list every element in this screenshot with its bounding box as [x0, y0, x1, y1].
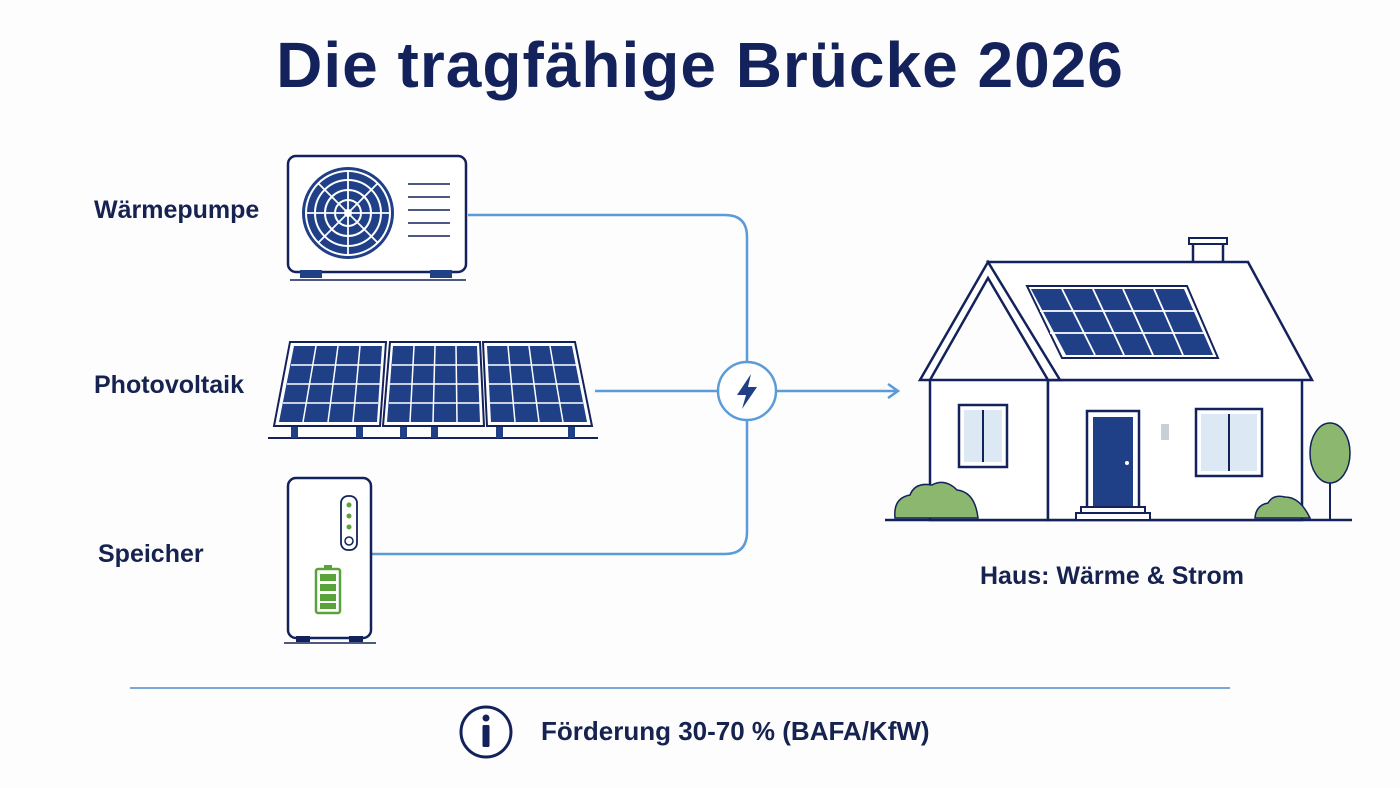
page-title: Die tragfähige Brücke 2026: [276, 29, 1124, 101]
info-icon: [459, 705, 513, 759]
connection-lines: [372, 213, 901, 556]
heat-pump-label: Wärmepumpe: [94, 196, 260, 224]
storage-label: Speicher: [98, 540, 204, 568]
house-icon: [885, 237, 1352, 522]
heat-pump-line: [468, 213, 749, 363]
photovoltaic-label: Photovoltaik: [94, 371, 245, 399]
solar-panels-icon: [268, 341, 598, 439]
house-label: Haus: Wärme & Strom: [980, 562, 1244, 590]
heat-pump-icon: [286, 154, 468, 281]
footer-divider: [130, 687, 1230, 689]
battery-storage-icon: [284, 476, 376, 644]
house-arrow: [776, 382, 901, 400]
lightning-bolt-icon: [716, 360, 778, 422]
storage-line: [372, 420, 749, 556]
funding-info-text: Förderung 30-70 % (BAFA/KfW): [541, 716, 930, 746]
